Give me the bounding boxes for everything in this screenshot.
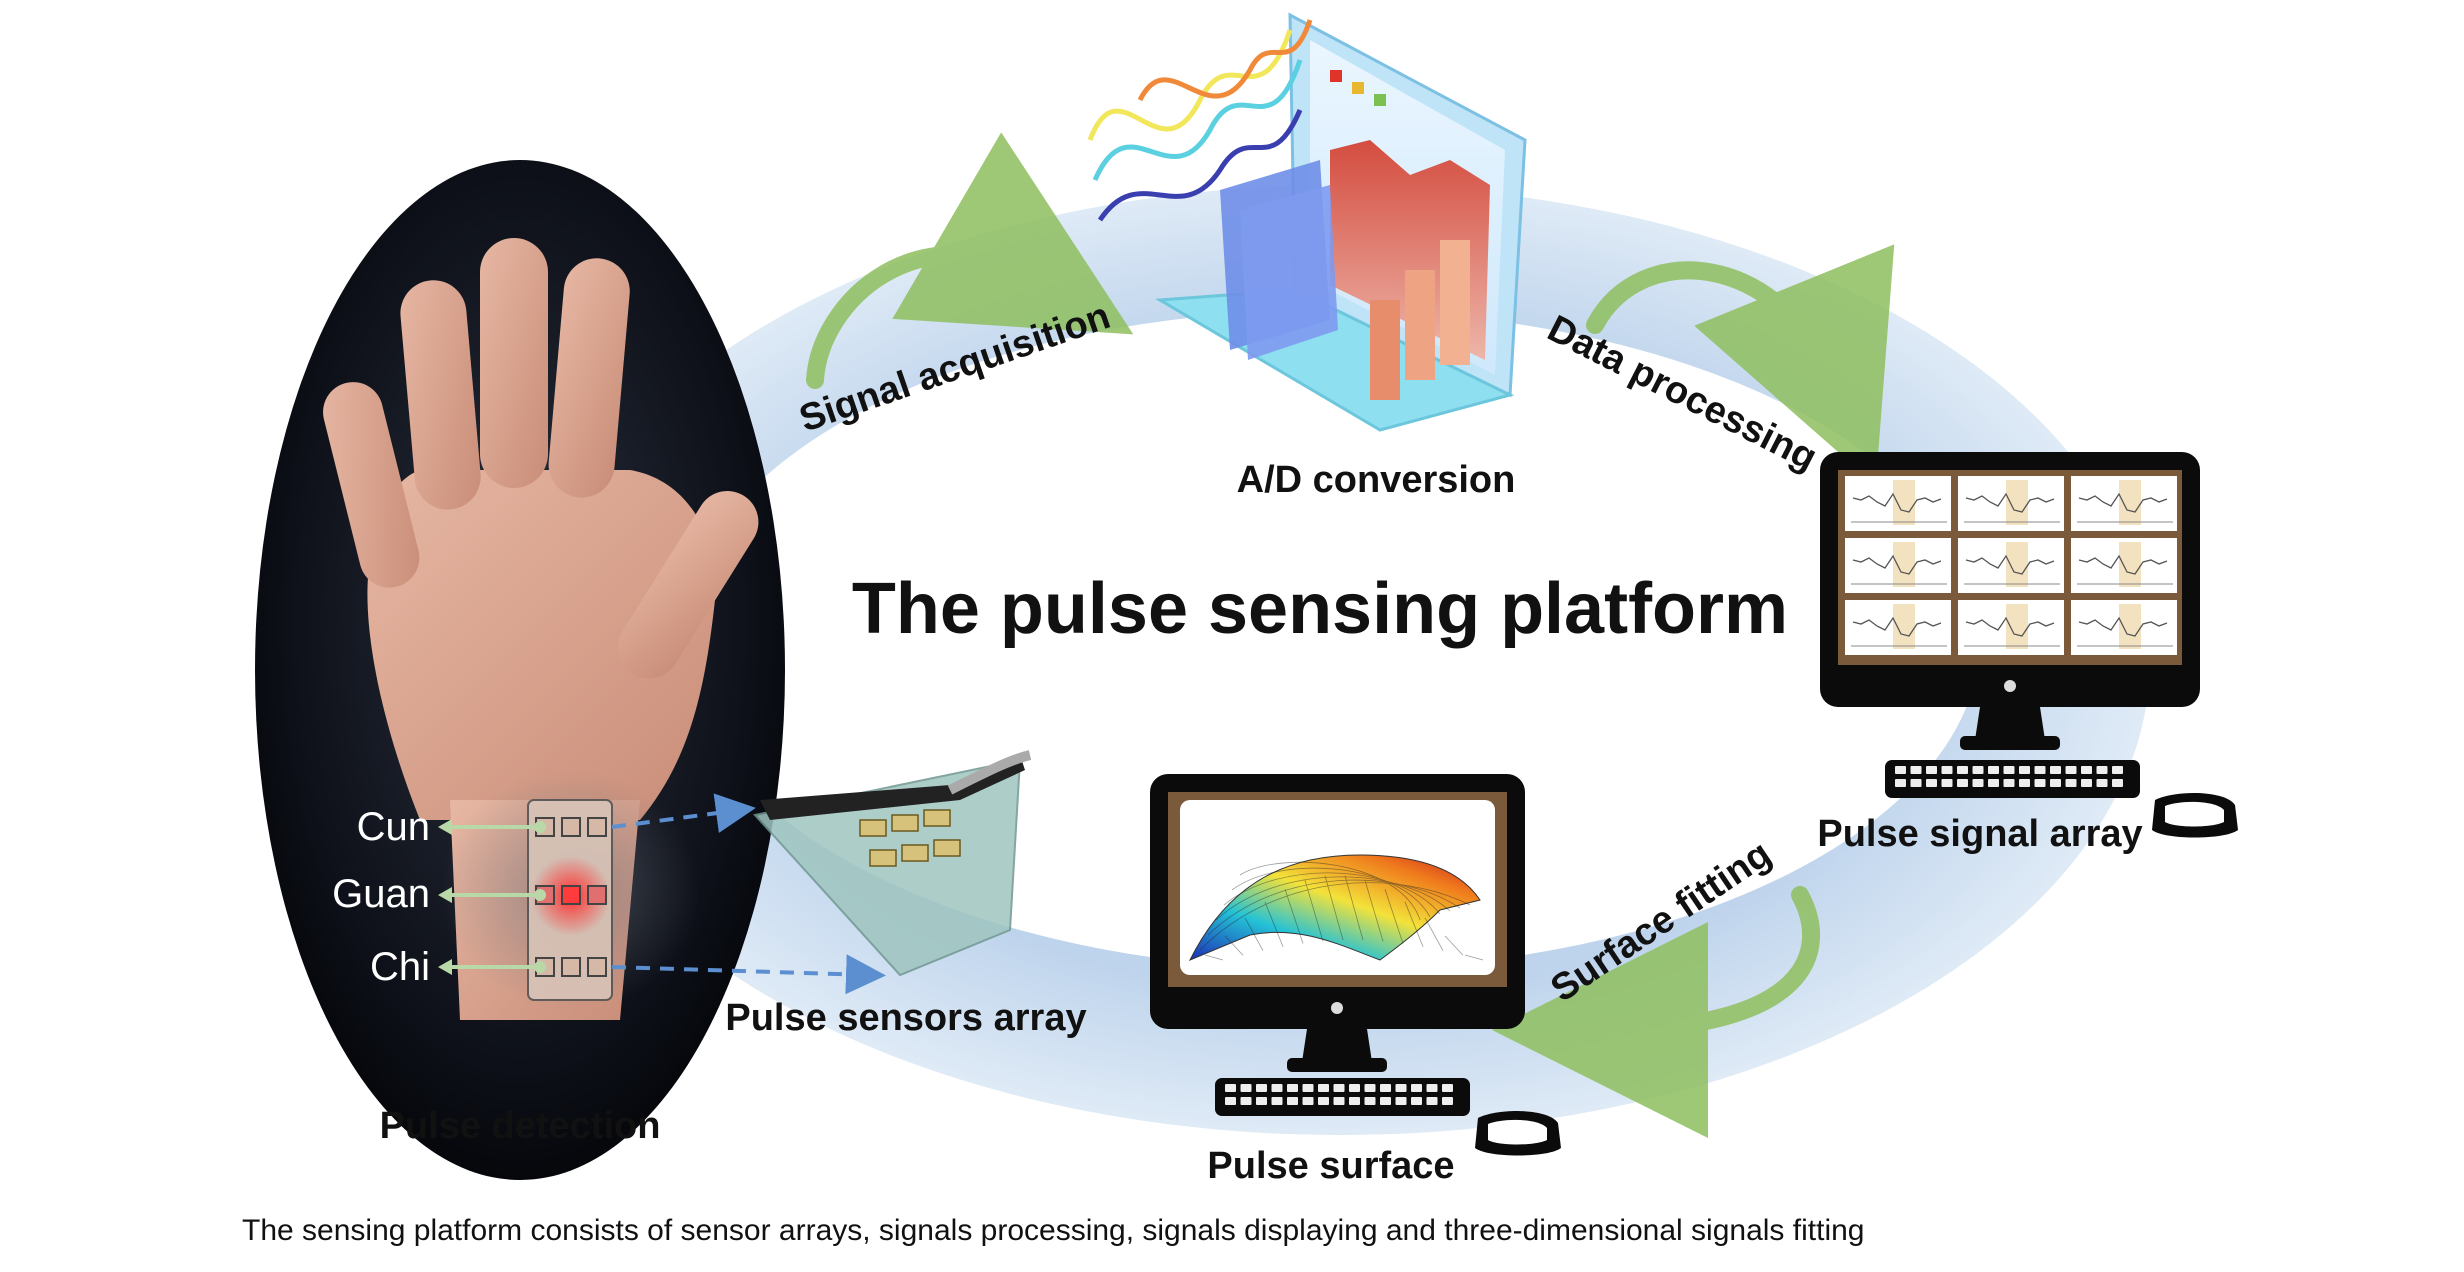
- label-pulse-signal-array: Pulse signal array: [1817, 813, 2142, 855]
- point-label-chi: Chi: [370, 945, 430, 989]
- monitor-pulse-surface: [1150, 774, 1561, 1156]
- label-pulse-detection: Pulse detection: [380, 1105, 661, 1147]
- monitor-signal-array: [1820, 452, 2238, 838]
- point-label-cun: Cun: [357, 805, 430, 849]
- point-label-guan: Guan: [332, 872, 430, 916]
- label-ad-conversion: A/D conversion: [1237, 459, 1516, 501]
- wrist-sensor-strip: [527, 799, 613, 1001]
- hand-photo: [255, 160, 785, 1180]
- figure-caption: The sensing platform consists of sensor …: [242, 1214, 1865, 1247]
- label-pulse-sensors-array: Pulse sensors array: [725, 997, 1086, 1039]
- mini-plot-grid: [1845, 476, 2177, 655]
- process-arrows: [806, 132, 1895, 1138]
- wrist-point-lines: [438, 819, 546, 975]
- dashed-arrows: [611, 793, 886, 995]
- label-pulse-surface: Pulse surface: [1207, 1145, 1454, 1187]
- diagram-title: The pulse sensing platform: [852, 569, 1788, 649]
- laptop-illustration: [1087, 12, 1527, 432]
- sensor-film-illustration: [753, 750, 1032, 977]
